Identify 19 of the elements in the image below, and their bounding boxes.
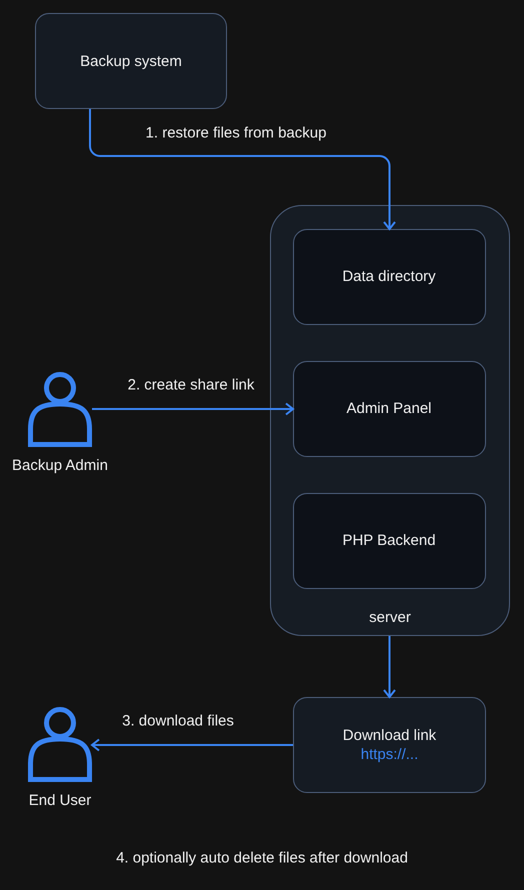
box-label: PHP Backend [342, 531, 436, 550]
process-box [293, 697, 486, 793]
box-label: Admin Panel [346, 399, 432, 418]
person-label: Backup Admin [12, 456, 108, 475]
box-label: Backup system [80, 52, 182, 70]
process-box [292, 360, 486, 456]
box-label: Download link [342, 726, 436, 745]
person-label: End User [28, 791, 92, 810]
url-text: https://... [360, 745, 418, 764]
arrow [91, 738, 293, 752]
arrow [92, 402, 294, 416]
server-container [270, 205, 510, 636]
box-label: Data directory [342, 267, 436, 286]
process-box [292, 228, 486, 324]
arrow [383, 636, 396, 698]
arrow [89, 109, 396, 230]
process-box [292, 492, 486, 588]
container-label: server [369, 608, 411, 627]
process-box [35, 13, 227, 109]
